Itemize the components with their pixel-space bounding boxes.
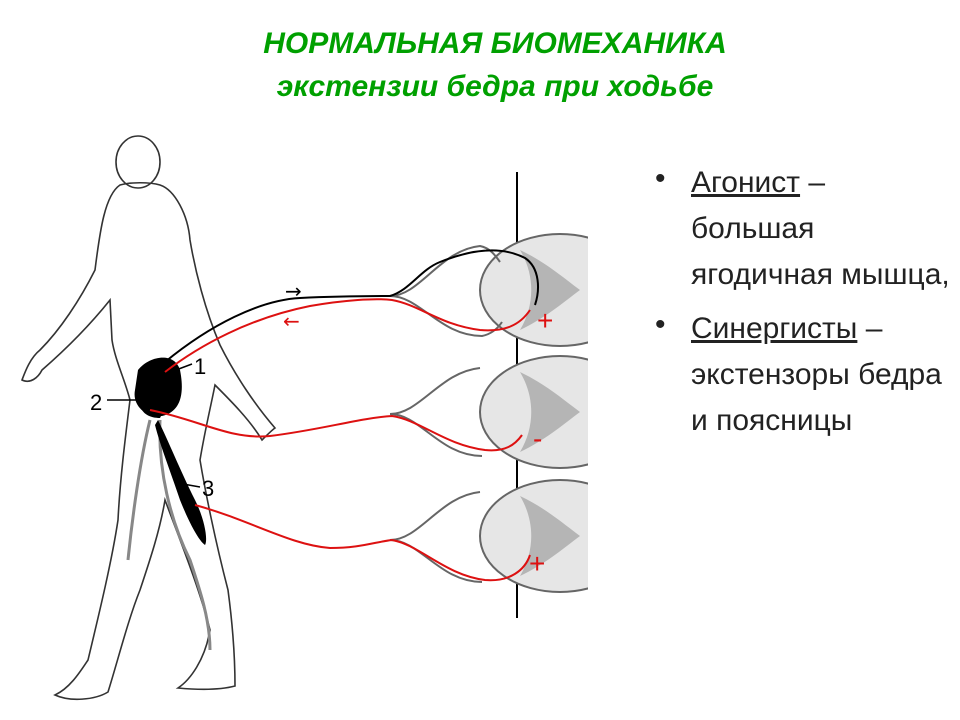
afferent-arrow: ← (283, 309, 300, 333)
afferent-nerve-red-top (164, 298, 531, 373)
title-line-1: НОРМАЛЬНАЯ БИОМЕХАНИКА (263, 27, 727, 60)
nerve-root (389, 413, 483, 457)
label-pointers (107, 363, 201, 488)
gray-matter (520, 372, 580, 452)
spinal-segment-top (389, 233, 588, 347)
reflex-diagram: 1 2 3 → ← + - + (20, 135, 588, 701)
nerve-red-middle (149, 409, 523, 452)
nerve-root (389, 295, 503, 338)
sign-top: + (537, 305, 553, 336)
spinal-segments (389, 233, 588, 593)
bullet-term: Синергисты (691, 312, 858, 345)
skeleton-outline (126, 419, 212, 651)
bullet-text: экстензоры бедра и поясницы (691, 358, 942, 437)
sign-bottom: + (529, 548, 545, 579)
bullet-agonist: • Агонист – большая ягодичная мышца, (655, 160, 955, 298)
title-line-2: экстензии бедра при ходьбе (276, 70, 714, 103)
bullet-dot: • (655, 162, 666, 195)
label-1: 1 (194, 354, 206, 379)
gray-matter (520, 496, 580, 576)
efferent-nerve-black (164, 249, 539, 363)
label-3: 3 (202, 476, 214, 501)
label-2: 2 (90, 390, 102, 415)
bullet-separator: – (857, 312, 883, 345)
bullet-separator: – (800, 166, 826, 199)
nerve-root (389, 244, 501, 297)
nerve-red-bottom (194, 504, 531, 582)
body-outline (20, 181, 277, 701)
nerves (149, 249, 539, 582)
sign-middle: - (533, 423, 542, 454)
spinal-segment-middle (389, 355, 588, 469)
head-outline (115, 135, 161, 189)
bullet-list: • Агонист – большая ягодичная мышца, • С… (655, 160, 955, 452)
bullet-synergists: • Синергисты – экстензоры бедра и поясни… (655, 306, 955, 444)
nerve-root (389, 367, 481, 415)
bullet-term: Агонист (691, 166, 801, 199)
hamstring-muscle (155, 420, 207, 545)
bullet-dot: • (655, 308, 666, 341)
walking-figure (20, 135, 277, 701)
spinal-segment-bottom (389, 479, 588, 593)
bullet-text: большая ягодичная мышца, (691, 212, 950, 291)
efferent-arrow: → (285, 279, 302, 303)
muscles (134, 357, 207, 545)
nerve-root (389, 491, 481, 541)
